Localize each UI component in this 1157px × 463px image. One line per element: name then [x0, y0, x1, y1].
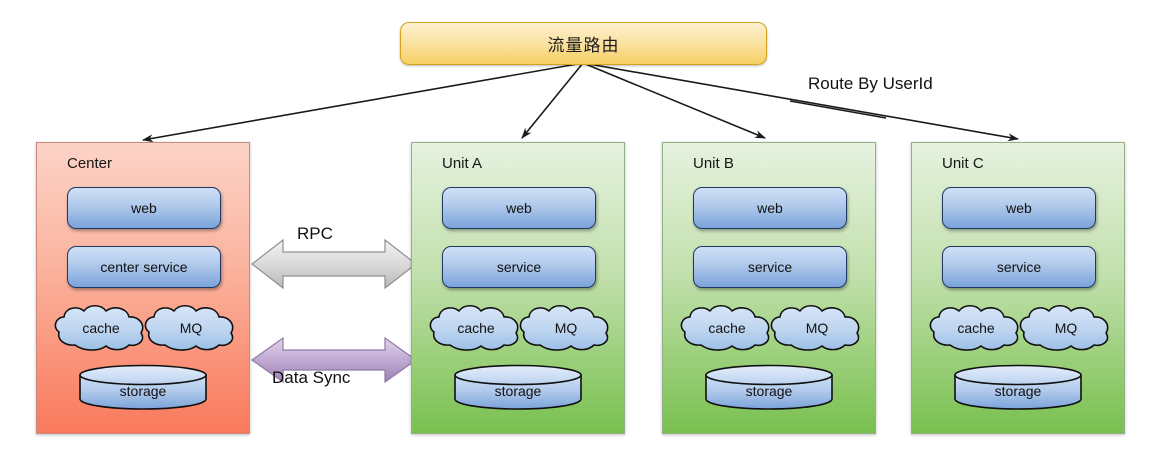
arrow-router-to-center [142, 62, 584, 143]
zone-unit-b-web-node[interactable]: web [693, 187, 847, 229]
zone-unit-b-title: Unit B [693, 155, 734, 172]
zone-unit-a-storage-cylinder[interactable]: storage [454, 364, 582, 410]
node-label: web [506, 200, 532, 216]
node-label: web [131, 200, 157, 216]
data-sync-label: Data Sync [272, 368, 351, 387]
cloud-label: MQ [1054, 320, 1078, 336]
node-label: service [996, 259, 1042, 275]
cylinder-label: storage [494, 383, 542, 399]
zone-unit-c-title: Unit C [942, 155, 984, 172]
zone-center-web-node[interactable]: web [67, 187, 221, 229]
zone-unit-b-storage-cylinder[interactable]: storage [705, 364, 833, 410]
zone-unit-c-web-node[interactable]: web [942, 187, 1096, 229]
node-label: center service [100, 259, 188, 275]
cylinder-label: storage [745, 383, 793, 399]
zone-unit-a-service-node[interactable]: service [442, 246, 596, 288]
node-label: service [496, 259, 542, 275]
traffic-router-label: 流量路由 [547, 36, 620, 55]
cloud-label: cache [957, 320, 995, 336]
zone-unit-c[interactable]: Unit C web service cache MQ storage [911, 142, 1125, 434]
zone-center-cache-cloud[interactable]: cache [53, 303, 149, 353]
zone-unit-b[interactable]: Unit B web service cache MQ storage [662, 142, 876, 434]
route-by-userid-leader-line [789, 100, 887, 119]
zone-center-service-node[interactable]: center service [67, 246, 221, 288]
cloud-label: MQ [805, 320, 829, 336]
zone-center-storage-cylinder[interactable]: storage [79, 364, 207, 410]
zone-unit-c-mq-cloud[interactable]: MQ [1018, 303, 1114, 353]
zone-unit-b-cache-cloud[interactable]: cache [679, 303, 775, 353]
zone-unit-b-mq-cloud[interactable]: MQ [769, 303, 865, 353]
cloud-label: cache [82, 320, 120, 336]
cylinder-label: storage [994, 383, 1042, 399]
rpc-connector-arrow [251, 238, 417, 290]
node-label: web [757, 200, 783, 216]
traffic-router-box[interactable]: 流量路由 [400, 22, 767, 65]
node-label: web [1006, 200, 1032, 216]
cloud-label: cache [457, 320, 495, 336]
route-by-userid-label: Route By UserId [808, 74, 933, 93]
zone-unit-a-mq-cloud[interactable]: MQ [518, 303, 614, 353]
cloud-label: MQ [554, 320, 578, 336]
arrow-router-to-unit-c [582, 62, 1019, 142]
zone-unit-a-title: Unit A [442, 155, 483, 172]
cloud-label: cache [708, 320, 746, 336]
zone-unit-b-service-node[interactable]: service [693, 246, 847, 288]
zone-unit-c-cache-cloud[interactable]: cache [928, 303, 1024, 353]
zone-unit-c-storage-cylinder[interactable]: storage [954, 364, 1082, 410]
node-label: service [747, 259, 793, 275]
arrow-router-to-unit-a [521, 62, 584, 139]
zone-center-mq-cloud[interactable]: MQ [143, 303, 239, 353]
zone-unit-a-cache-cloud[interactable]: cache [428, 303, 524, 353]
cylinder-label: storage [119, 383, 167, 399]
zone-unit-a[interactable]: Unit A web service cache MQ storage [411, 142, 625, 434]
rpc-label: RPC [297, 224, 333, 243]
cloud-label: MQ [179, 320, 203, 336]
zone-unit-c-service-node[interactable]: service [942, 246, 1096, 288]
zone-center[interactable]: Center web center service cache MQ stora… [36, 142, 250, 434]
zone-unit-a-web-node[interactable]: web [442, 187, 596, 229]
zone-center-title: Center [67, 155, 113, 172]
arrow-router-to-unit-b [582, 62, 766, 139]
